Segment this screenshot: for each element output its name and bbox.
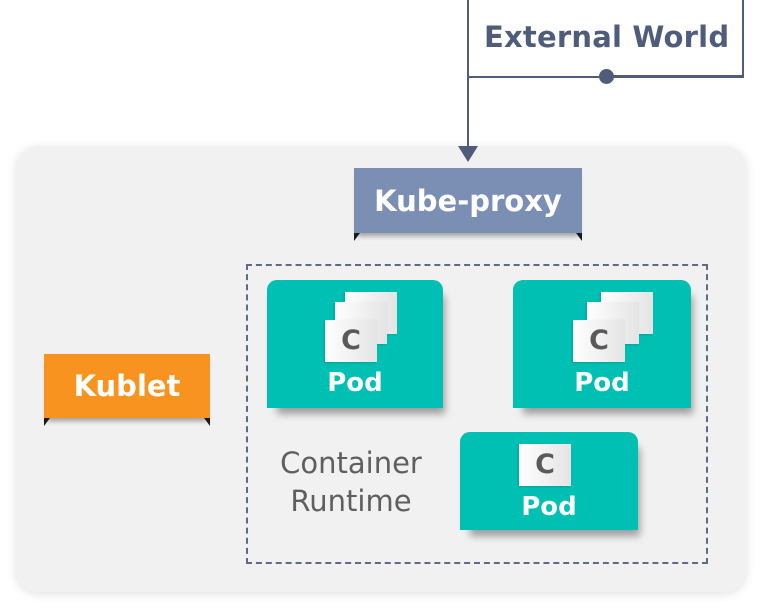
- container-runtime-line1: Container: [280, 446, 422, 480]
- banner-fold-left: [44, 418, 50, 426]
- banner-fold-left: [354, 233, 360, 241]
- pod-2: C Pod: [513, 280, 691, 408]
- banner-fold-right: [576, 233, 582, 241]
- container-card: C: [573, 320, 625, 362]
- kube-proxy-banner: Kube-proxy: [354, 168, 582, 241]
- external-connector-line: [467, 0, 469, 148]
- kublet-label: Kublet: [73, 369, 181, 403]
- external-world-label: External World: [484, 20, 730, 54]
- external-connector-tail: [606, 75, 744, 77]
- container-runtime-box: [246, 264, 708, 564]
- container-runtime-line2: Runtime: [290, 484, 412, 518]
- container-card: C: [519, 444, 571, 486]
- container-runtime-label: Container Runtime: [268, 444, 434, 520]
- kublet-banner: Kublet: [44, 354, 210, 426]
- pod-1: C Pod: [267, 280, 443, 408]
- pod-3: C Pod: [460, 432, 638, 530]
- arrow-down-icon: [458, 146, 478, 162]
- kube-proxy-label: Kube-proxy: [374, 183, 562, 218]
- pod-label: Pod: [327, 368, 383, 398]
- banner-fold-right: [204, 418, 210, 426]
- pod-label: Pod: [521, 492, 577, 522]
- pod-label: Pod: [574, 368, 630, 398]
- connector-dot-icon: [599, 69, 614, 84]
- container-card: C: [325, 320, 377, 362]
